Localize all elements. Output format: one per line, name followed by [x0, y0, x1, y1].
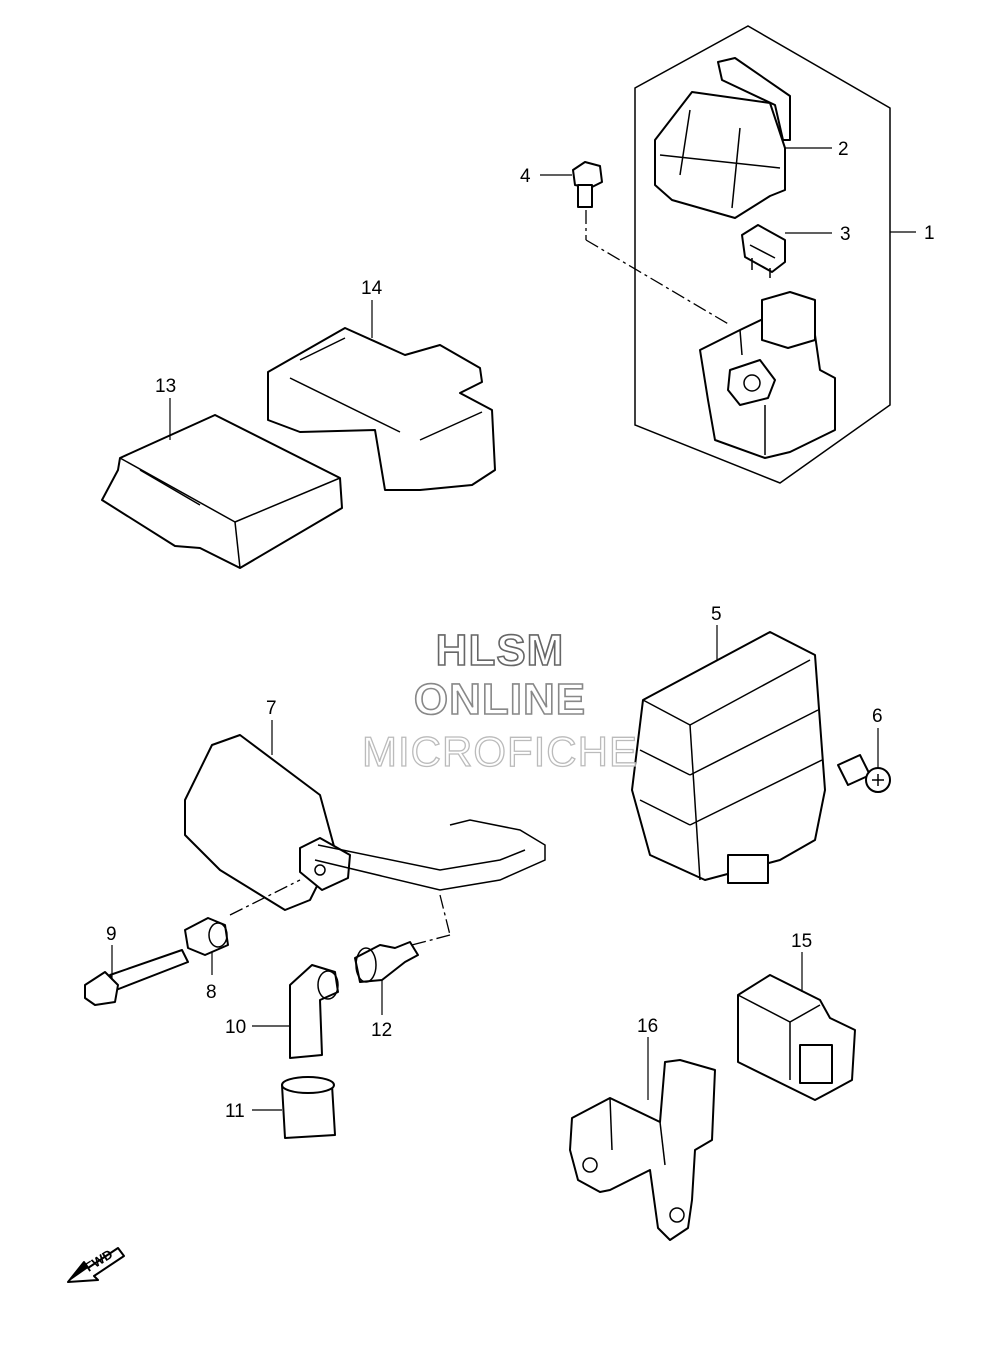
callout-16: 16: [637, 1016, 658, 1037]
callout-11: 11: [225, 1101, 245, 1122]
callout-numbers: 1 2 3 4 5 6 7 8 9 10 11 12 13 14 15 16: [106, 139, 935, 1122]
bolt-part-6[interactable]: [837, 754, 891, 793]
watermark-line-1: HLSM: [435, 625, 565, 676]
fuse-part[interactable]: [741, 224, 786, 278]
callout-15: 15: [791, 931, 812, 952]
callout-14: 14: [361, 278, 383, 299]
callout-1: 1: [924, 223, 935, 244]
bolt-part-9[interactable]: [84, 949, 189, 1006]
ignition-coil-part[interactable]: [184, 734, 546, 946]
regulator-rectifier-part[interactable]: [631, 631, 826, 884]
cap-part-11[interactable]: [281, 1076, 336, 1139]
callout-8: 8: [206, 982, 217, 1003]
terminal-part-12[interactable]: [354, 941, 419, 983]
leader-lines: [111, 147, 916, 1111]
callout-4: 4: [520, 166, 531, 187]
starter-relay-part[interactable]: [699, 291, 836, 459]
watermark-line-2: ONLINE: [413, 674, 587, 725]
callout-12: 12: [371, 1020, 392, 1041]
starter-relay-assembly-box: [634, 25, 891, 484]
callout-13: 13: [155, 376, 176, 397]
relay-cover-part[interactable]: [654, 57, 791, 219]
callout-9: 9: [106, 924, 117, 945]
callout-3: 3: [840, 224, 851, 245]
ecm-unit-part[interactable]: [101, 414, 343, 569]
callout-6: 6: [872, 706, 883, 727]
connector-part-15[interactable]: [737, 974, 856, 1101]
ecm-cover-part[interactable]: [267, 327, 496, 491]
watermark-line-3: MICROFICHE: [361, 727, 638, 775]
fwd-arrow-icon: [67, 1247, 125, 1283]
callout-5: 5: [711, 604, 722, 625]
spacer-part-8[interactable]: [184, 917, 229, 956]
plug-cap-part-10[interactable]: [289, 964, 339, 1059]
callout-7: 7: [266, 698, 277, 719]
callout-2: 2: [838, 139, 849, 160]
screw-part-4[interactable]: [572, 161, 731, 326]
callout-10: 10: [225, 1017, 246, 1038]
bracket-part-16[interactable]: [569, 1059, 716, 1241]
